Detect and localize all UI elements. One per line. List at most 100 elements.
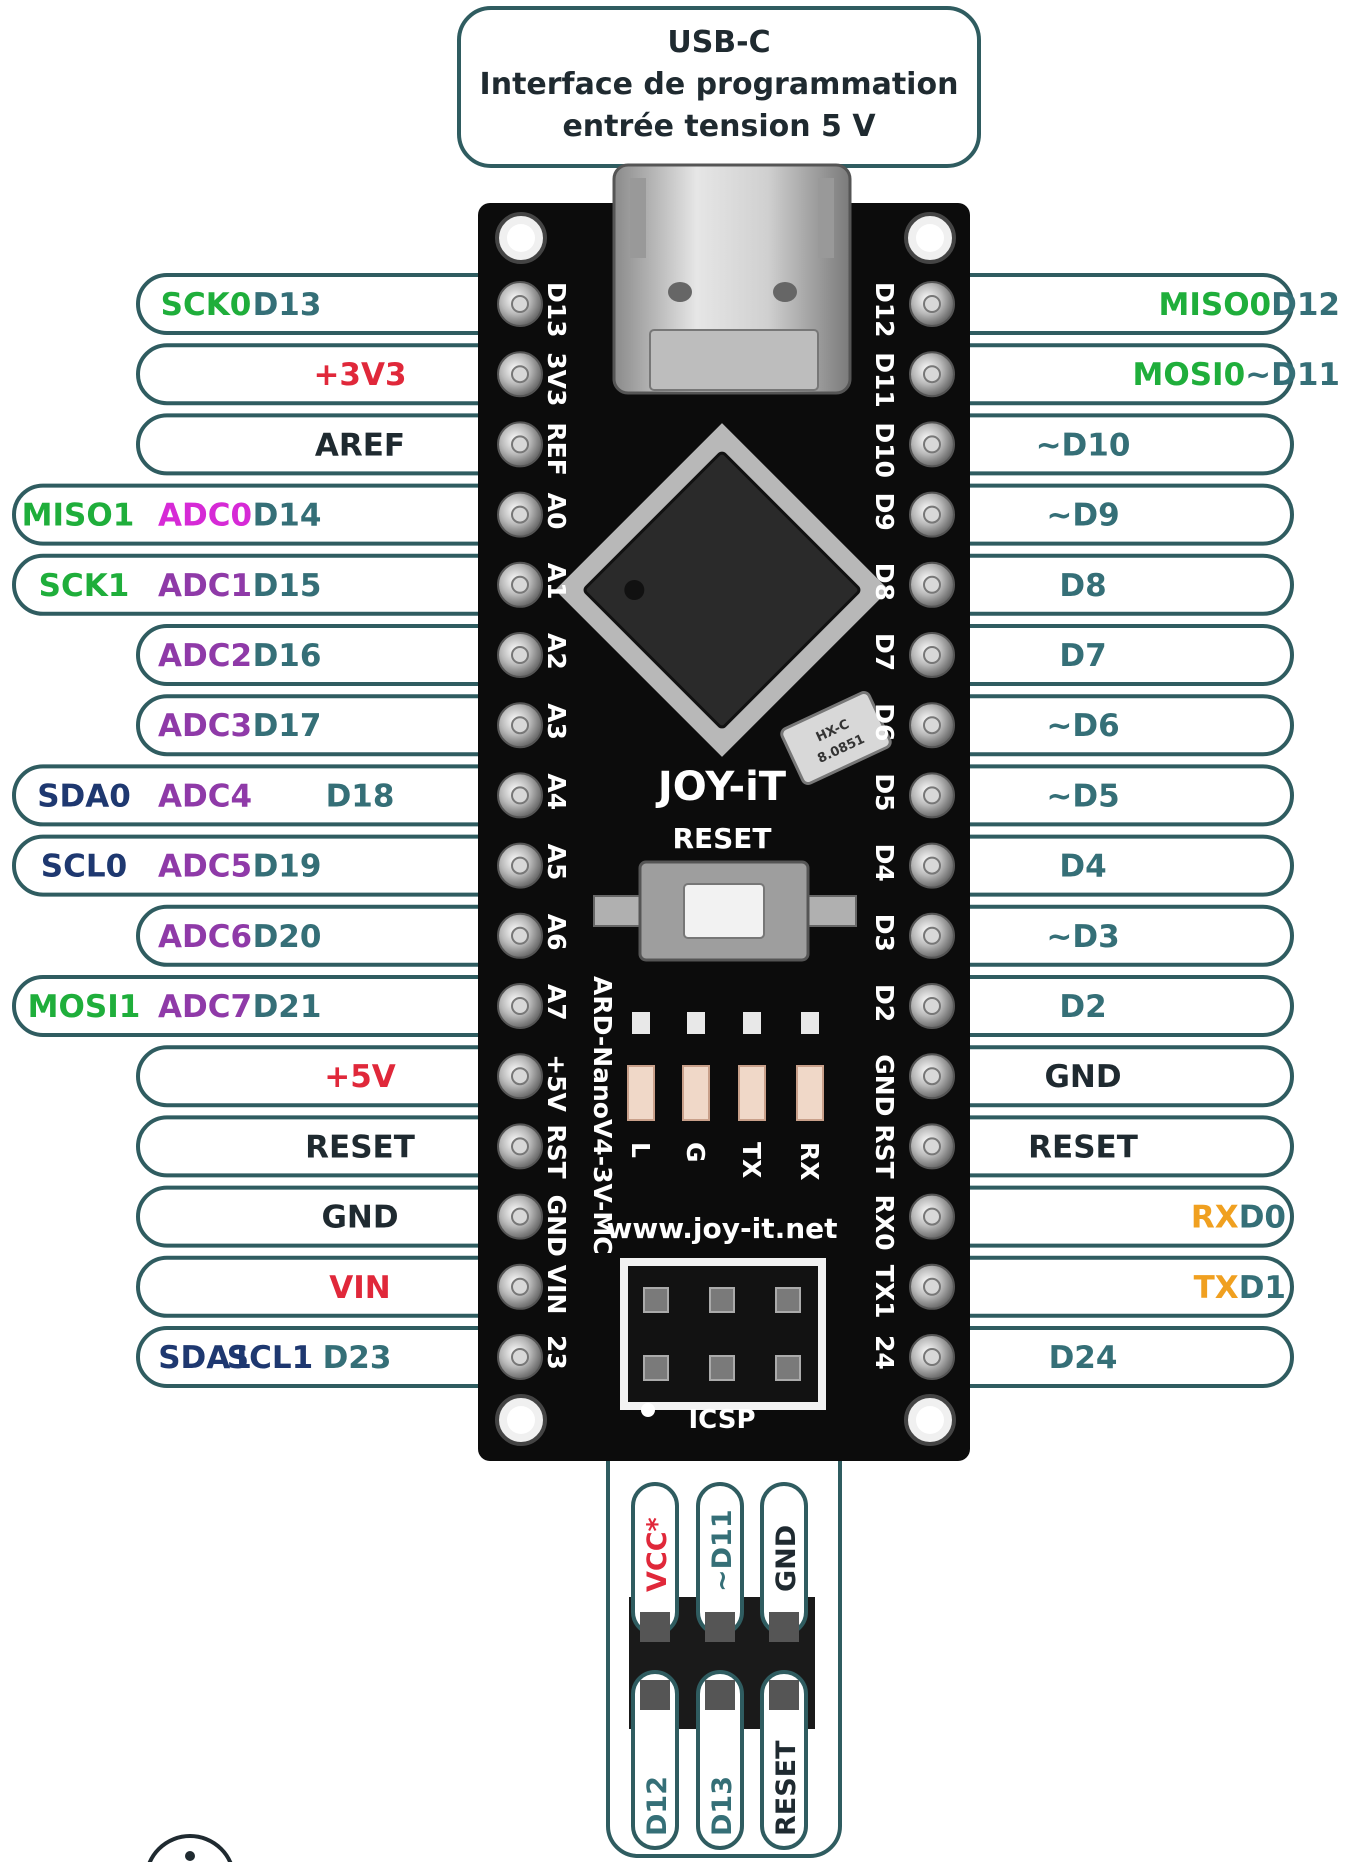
left-pin-11-label-2: ADC7 — [158, 989, 252, 1025]
crystal: HX-C 8.0851 — [780, 690, 892, 786]
info-icon-dot — [185, 1851, 195, 1861]
right-pin-4-label-1: ~D9 — [1046, 498, 1119, 534]
icsp-header-pin-2 — [709, 1287, 735, 1313]
info-icon-ring — [147, 1834, 233, 1862]
icsp-header-body — [628, 1266, 818, 1402]
left-pin-8-label-3: D18 — [326, 778, 395, 814]
left-pin-8-label-2: ADC4 — [158, 778, 252, 814]
right-pad-7-silk: D6 — [870, 703, 899, 741]
mount-hole-tr-inner — [916, 224, 944, 252]
board-body — [478, 203, 970, 1461]
left-pin-12-label-1: +5V — [324, 1059, 396, 1095]
right-pin-14-label-2: D0 — [1239, 1200, 1286, 1236]
mount-hole-br-inner — [916, 1406, 944, 1434]
right-pad-10-silk: D3 — [870, 914, 899, 952]
usb-c-rivet-left — [668, 282, 692, 302]
usb-callout: USB-C Interface de programmation entrée … — [457, 6, 981, 168]
left-pin-1-label-1: SCK0 — [161, 287, 252, 323]
led-3-silk: TX — [737, 1142, 766, 1178]
left-pad-5-silk: A1 — [542, 563, 571, 600]
right-pad-8-silk: D5 — [870, 773, 899, 811]
icsp-bottom-label-1: D12 — [642, 1776, 673, 1836]
brand-logo: JOY-iT — [655, 764, 787, 810]
left-pad-1-silk: D13 — [542, 282, 571, 338]
right-pin-2-label: MOSI0~D11 — [1133, 357, 1341, 393]
icsp-bottom-label-2: D13 — [707, 1776, 738, 1836]
right-pad-5-silk: D8 — [870, 563, 899, 601]
reset-button-cap — [683, 883, 765, 939]
right-pin-9-label-1: D4 — [1059, 849, 1106, 885]
right-pad-3-hole — [923, 435, 941, 454]
usb-c-rivet-right — [773, 282, 797, 302]
website-label: www.joy-it.net — [606, 1212, 837, 1245]
left-pad-16-hole — [511, 1348, 529, 1366]
left-pad-6-hole — [511, 646, 529, 664]
left-pad-12-silk: +5V — [542, 1054, 571, 1112]
left-pin-1-label-2: D13 — [253, 287, 322, 323]
right-pin-14-label-1: RX — [1191, 1200, 1239, 1236]
right-pad-10-hole — [923, 926, 941, 945]
icsp-bottom-label-3: RESET — [771, 1740, 802, 1836]
icsp-header-pin-1 — [643, 1287, 669, 1313]
right-pin-1-label-2: D12 — [1271, 287, 1340, 323]
left-pin-10-label-2: D20 — [253, 919, 322, 955]
right-pin-1-label: MISO0D12 — [1158, 287, 1340, 323]
led-4 — [796, 1065, 824, 1121]
left-pad-6-silk: A2 — [542, 633, 571, 670]
right-pad-14-hole — [923, 1207, 941, 1226]
icsp-header-pin-5 — [709, 1355, 735, 1381]
led-2-silk: G — [681, 1142, 710, 1163]
left-pad-14-silk: GND — [542, 1195, 571, 1257]
left-pad-7-hole — [511, 716, 529, 735]
icsp-top-pin-2 — [705, 1612, 735, 1642]
left-pin-9-label-2: ADC5 — [158, 849, 252, 885]
left-pad-4-silk: A0 — [542, 493, 571, 530]
right-pin-13-label-1: RESET — [1028, 1129, 1138, 1165]
right-pad-11-silk: D2 — [870, 984, 899, 1022]
right-pin-15-label: TXD1 — [1194, 1270, 1286, 1306]
led-resistor-4 — [801, 1012, 819, 1034]
mount-hole-tl-inner — [507, 224, 535, 252]
right-pad-3-silk: D10 — [870, 422, 899, 478]
left-pin-13-label-1: RESET — [305, 1129, 415, 1165]
icsp-bottom-pin-3 — [769, 1680, 799, 1710]
left-pad-10-hole — [511, 926, 529, 945]
usb-c-shield-right — [818, 178, 834, 258]
left-pin-5-label-1: SCK1 — [39, 568, 130, 604]
left-pin-6-label-2: D16 — [253, 638, 322, 674]
left-pin-14-label-1: GND — [321, 1200, 398, 1236]
left-pin-2-label-1: +3V3 — [313, 357, 406, 393]
led-1 — [627, 1065, 655, 1121]
icsp-bottom-frame-2 — [696, 1670, 744, 1850]
led-3 — [738, 1065, 766, 1121]
left-pin-9-label-3: D19 — [253, 849, 322, 885]
left-pin-16-label-2: SCL1 — [227, 1340, 313, 1376]
left-pad-15-silk: VIN — [542, 1265, 571, 1315]
usb-callout-line2: Interface de programmation — [480, 67, 959, 102]
left-pin-11-label-3: D21 — [253, 989, 322, 1025]
left-pin-5-label-2: ADC1 — [158, 568, 252, 604]
right-pad-1-silk: D12 — [870, 282, 899, 338]
left-pad-8-hole — [511, 786, 529, 805]
right-pad-13-silk: RST — [870, 1124, 899, 1178]
left-pin-16-label-1: SDA1 — [158, 1340, 252, 1376]
left-pad-13-silk: RST — [542, 1124, 571, 1178]
left-pin-frames — [12, 273, 602, 1388]
right-pad-15-hole — [923, 1277, 941, 1296]
right-pad-11-hole — [923, 997, 941, 1015]
right-pad-7-hole — [923, 716, 941, 735]
left-pad-15-hole — [511, 1277, 529, 1296]
right-pad-5-hole — [923, 575, 941, 594]
right-pin-5-label-1: D8 — [1059, 568, 1106, 604]
crystal-body — [780, 690, 892, 786]
left-pin-4-label-1: MISO1 — [22, 498, 135, 534]
info-icon[interactable] — [146, 1834, 234, 1862]
mcu-pin1-dot — [624, 580, 645, 600]
mcu-body — [583, 451, 861, 729]
right-pin-14-label: RXD0 — [1191, 1200, 1286, 1236]
left-pad-11-silk: A7 — [542, 984, 571, 1021]
left-pad-3-hole — [511, 435, 529, 454]
